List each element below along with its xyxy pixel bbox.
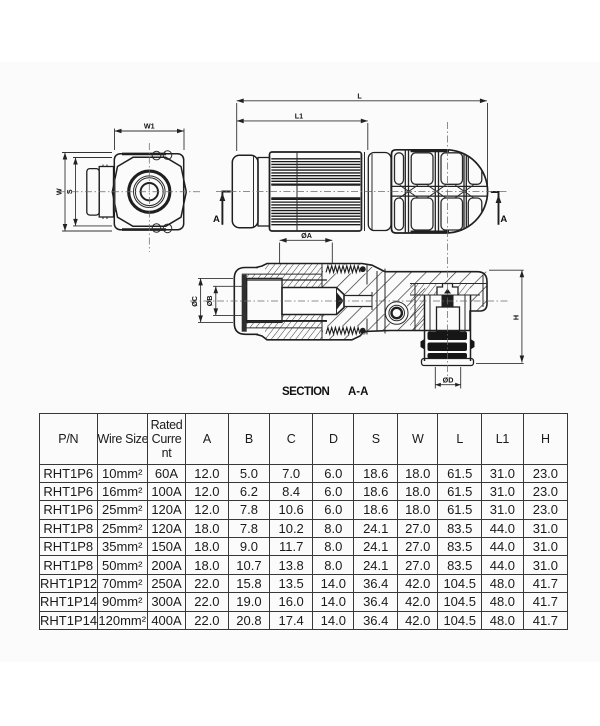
- svg-text:A: A: [500, 214, 507, 225]
- svg-text:SECTION: SECTION: [282, 386, 330, 398]
- svg-text:L1: L1: [295, 111, 303, 120]
- svg-text:ØC: ØC: [190, 296, 199, 307]
- svg-text:A-A: A-A: [348, 386, 368, 398]
- svg-text:H: H: [512, 315, 521, 320]
- svg-text:L: L: [357, 91, 362, 100]
- svg-text:ØD: ØD: [443, 375, 454, 384]
- svg-text:S: S: [65, 189, 74, 194]
- svg-text:W1: W1: [144, 122, 155, 131]
- svg-text:ØA: ØA: [301, 231, 312, 240]
- svg-text:A: A: [213, 214, 220, 225]
